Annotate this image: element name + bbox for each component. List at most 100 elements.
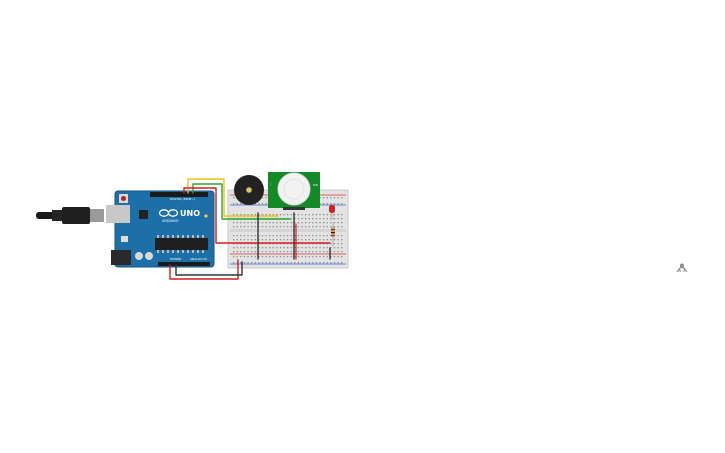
breadboard-hole: [305, 226, 307, 228]
breadboard-hole: [326, 197, 328, 199]
breadboard-hole: [326, 214, 328, 216]
breadboard-hole: [330, 222, 332, 224]
breadboard-hole: [236, 256, 238, 258]
breadboard-hole: [240, 256, 242, 258]
breadboard-hole: [261, 197, 264, 199]
pir-sensor[interactable]: │ PIR: [268, 172, 320, 210]
breadboard-hole: [283, 239, 285, 241]
resistor[interactable]: [331, 222, 335, 246]
breadboard-hole: [330, 247, 332, 249]
wires: [169, 178, 331, 280]
breadboard-hole: [315, 262, 318, 264]
board-analog-label: ANALOG IN: [190, 257, 207, 261]
breadboard-hole: [323, 222, 325, 224]
breadboard-hole: [333, 243, 336, 245]
breadboard-hole: [294, 239, 296, 241]
breadboard-hole: [279, 222, 282, 224]
breadboard-hole: [251, 251, 253, 253]
user-pin-icon[interactable]: [676, 263, 688, 273]
breadboard-hole: [240, 235, 242, 237]
breadboard-hole: [323, 247, 325, 249]
breadboard-hole: [319, 256, 321, 258]
digital-header[interactable]: [150, 192, 208, 197]
breadboard-hole: [333, 214, 336, 216]
breadboard-hole: [297, 239, 300, 241]
breadboard-hole: [283, 256, 285, 258]
wire-black-bottom[interactable]: [175, 261, 243, 276]
breadboard-hole: [254, 247, 256, 249]
breadboard-hole: [312, 239, 314, 241]
breadboard-hole: [258, 235, 260, 237]
breadboard-hole: [272, 247, 274, 249]
breadboard-hole: [333, 247, 336, 249]
breadboard-hole: [258, 256, 260, 258]
breadboard-hole: [254, 222, 256, 224]
breadboard-hole: [333, 218, 336, 220]
breadboard-hole: [297, 256, 300, 258]
breadboard-hole: [297, 247, 300, 249]
breadboard-hole: [269, 226, 271, 228]
breadboard-hole: [247, 256, 249, 258]
breadboard-hole: [287, 226, 289, 228]
breadboard-hole: [247, 251, 249, 253]
wire-green[interactable]: [192, 183, 291, 220]
breadboard-hole: [243, 247, 246, 249]
breadboard-hole: [276, 239, 278, 241]
breadboard-hole: [315, 251, 318, 253]
breadboard-hole: [319, 203, 321, 205]
breadboard-hole: [301, 239, 303, 241]
analog-header[interactable]: [158, 262, 210, 266]
breadboard-hole: [276, 235, 278, 237]
breadboard-hole: [276, 251, 278, 253]
breadboard-hole: [330, 262, 332, 264]
breadboard-hole: [312, 256, 314, 258]
breadboard-hole: [330, 197, 332, 199]
breadboard-hole: [290, 235, 292, 237]
red-led[interactable]: [329, 205, 335, 220]
wire-red-top[interactable]: [183, 187, 331, 244]
breadboard-hole: [243, 251, 246, 253]
breadboard-hole: [341, 214, 343, 216]
breadboard-hole: [312, 235, 314, 237]
breadboard-hole: [312, 214, 314, 216]
breadboard-hole: [341, 235, 343, 237]
breadboard-hole: [294, 256, 296, 258]
wire-yellow[interactable]: [187, 178, 279, 217]
breadboard-hole: [305, 214, 307, 216]
breadboard-hole: [305, 262, 307, 264]
breadboard-hole: [236, 203, 238, 205]
breadboard-hole: [294, 226, 296, 228]
breadboard-hole: [319, 214, 321, 216]
breadboard-hole: [315, 256, 318, 258]
breadboard-hole: [333, 256, 336, 258]
breadboard-hole: [330, 239, 332, 241]
breadboard-hole: [247, 214, 249, 216]
breadboard-hole: [283, 226, 285, 228]
breadboard-hole: [294, 262, 296, 264]
breadboard-hole: [287, 239, 289, 241]
breadboard-hole: [294, 218, 296, 220]
arduino-uno-board[interactable]: UNO ARDUINO DIGITAL (PWM~) POWER ANALOG …: [106, 190, 215, 268]
breadboard-hole: [315, 235, 318, 237]
breadboard-hole: [319, 239, 321, 241]
breadboard-hole: [258, 203, 260, 205]
usb-cable[interactable]: [36, 207, 104, 224]
breadboard-hole: [341, 203, 343, 205]
breadboard-hole: [326, 239, 328, 241]
breadboard-hole: [287, 262, 289, 264]
breadboard-hole: [301, 235, 303, 237]
breadboard-hole: [261, 222, 264, 224]
breadboard-hole: [276, 222, 278, 224]
piezo-buzzer[interactable]: [234, 175, 264, 205]
board-brand-text: ARDUINO: [162, 219, 179, 223]
breadboard-hole: [341, 251, 343, 253]
usb-port: [106, 205, 130, 223]
breadboard-hole: [337, 247, 339, 249]
breadboard-hole: [254, 214, 256, 216]
breadboard-hole: [265, 203, 267, 205]
wire-red-bottom[interactable]: [169, 259, 239, 280]
breadboard-center-channel: [230, 229, 346, 232]
breadboard-hole: [287, 251, 289, 253]
breadboard-hole: [294, 251, 296, 253]
